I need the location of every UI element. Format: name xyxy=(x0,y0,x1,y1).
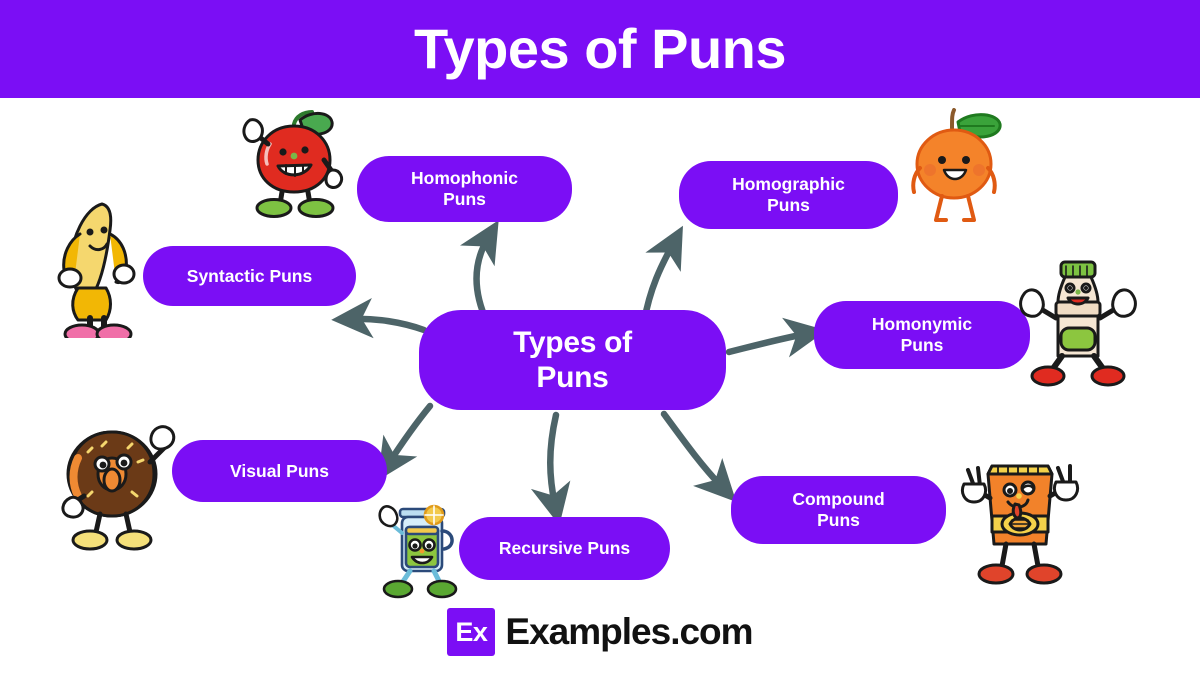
bottle-character-icon xyxy=(1019,260,1137,387)
node-homonymic-puns[interactable]: Homonymic Puns xyxy=(814,301,1030,369)
header-banner: Types of Puns xyxy=(0,0,1200,98)
logo-mark: Ex xyxy=(447,608,496,656)
orange-character-icon xyxy=(911,108,1002,222)
arrow-to-visual xyxy=(377,402,434,481)
chips-bag-character-icon xyxy=(960,464,1080,585)
page-title: Types of Puns xyxy=(413,17,787,80)
node-syntactic-puns[interactable]: Syntactic Puns xyxy=(143,246,356,306)
node-homophonic-puns[interactable]: Homophonic Puns xyxy=(357,156,572,222)
donut-character-icon xyxy=(61,425,176,551)
node-compound-puns[interactable]: Compound Puns xyxy=(731,476,946,544)
banana-character-icon xyxy=(57,202,136,338)
drink-jar-character-icon xyxy=(378,504,458,599)
node-types-of-puns[interactable]: Types of Puns xyxy=(419,310,726,410)
arrow-to-syntactic xyxy=(331,297,428,339)
arrow-to-compound xyxy=(660,410,737,503)
node-visual-puns[interactable]: Visual Puns xyxy=(172,440,387,502)
logo-text: Examples.com xyxy=(505,611,753,652)
footer-logo[interactable]: Ex Examples.com xyxy=(0,608,1200,656)
node-homographic-puns[interactable]: Homographic Puns xyxy=(679,161,898,229)
apple-character-icon xyxy=(242,110,344,218)
node-recursive-puns[interactable]: Recursive Puns xyxy=(459,517,670,580)
arrow-to-recursive xyxy=(530,411,571,526)
arrow-to-homonymic xyxy=(725,317,827,358)
